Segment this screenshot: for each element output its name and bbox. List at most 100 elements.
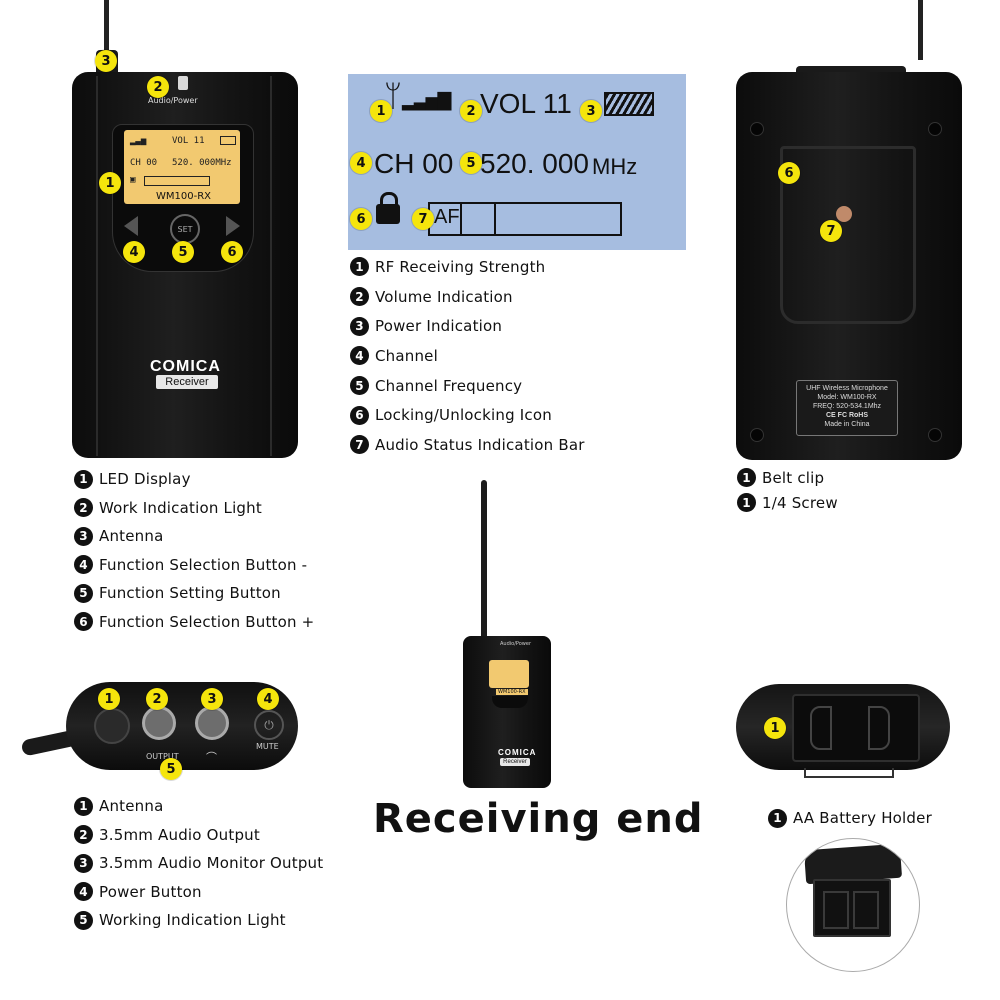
lcd-af-label: AF <box>434 206 460 228</box>
front-model: WM100-RX <box>156 191 212 202</box>
lcd-lock-icon <box>376 204 400 224</box>
set-button[interactable]: SET <box>170 214 200 244</box>
legend-num: 1 <box>350 257 369 277</box>
legend-num: 3 <box>74 526 93 546</box>
battery-door[interactable] <box>792 694 920 762</box>
front-top-label: Audio/Power <box>148 96 198 105</box>
signal-icon: ▂▃▅ <box>130 136 147 146</box>
front-side-groove <box>96 76 98 456</box>
top-callout-4: 4 <box>257 688 279 710</box>
top-callout-3: 3 <box>201 688 223 710</box>
audio-output-jack[interactable] <box>142 706 176 740</box>
lcd-lock-shackle <box>380 192 398 207</box>
lcd-af-bar: AF <box>428 202 622 236</box>
lcd-signal-icon: ᛘ▂▃▅▇ <box>384 80 451 113</box>
legend-num: 6 <box>74 612 93 632</box>
legend-num: 4 <box>350 346 369 366</box>
lcd-callout-4: 4 <box>350 152 372 174</box>
center-mini-screen <box>489 660 529 688</box>
label-line: FREQ: 520-534.1Mhz <box>812 403 882 410</box>
legend-num: 4 <box>74 555 93 575</box>
center-keypad <box>492 696 528 708</box>
screw-hole <box>928 122 942 136</box>
lcd-callout-6: 6 <box>350 208 372 230</box>
legend-text: Locking/Unlocking Icon <box>375 406 552 425</box>
lcd-ch: CH 00 <box>374 148 454 179</box>
legend-text: Function Selection Button - <box>99 555 308 574</box>
legend-text: Power Indication <box>375 317 503 336</box>
mini-vol: VOL 11 <box>172 136 205 146</box>
legend-text: Belt clip <box>762 468 825 487</box>
top-callout-5: 5 <box>160 758 182 780</box>
back-callout-6: 6 <box>778 162 800 184</box>
lcd-af-divider <box>494 204 496 234</box>
legend-num: 7 <box>350 435 369 455</box>
legend-text: Channel Frequency <box>375 376 523 395</box>
legend-item: 3 Power Indication <box>350 311 585 341</box>
lcd-freq-unit: MHz <box>592 154 638 179</box>
battery-callout-1: 1 <box>764 717 786 739</box>
antenna-port[interactable] <box>94 708 130 744</box>
mini-screen: ▂▃▅ VOL 11 CH 00 520. 000MHz ▣ <box>124 130 240 204</box>
legend-num: 3 <box>74 853 93 873</box>
legend-text: 3.5mm Audio Monitor Output <box>99 854 324 873</box>
legend-num: 2 <box>74 498 93 518</box>
screw-hole <box>750 428 764 442</box>
legend-num: 3 <box>350 316 369 336</box>
front-callout-6: 6 <box>221 241 243 263</box>
legend-text: Audio Status Indication Bar <box>375 435 585 454</box>
lcd-callout-5: 5 <box>460 152 482 174</box>
legend-text: AA Battery Holder <box>793 809 932 828</box>
screw-hole <box>928 428 942 442</box>
set-label: SET <box>177 224 193 234</box>
minus-button[interactable] <box>124 216 138 236</box>
power-button[interactable]: ⏻ <box>254 710 284 740</box>
legend-text: Volume Indication <box>375 287 513 306</box>
front-sub-brand: Receiver <box>156 375 218 389</box>
lcd-battery-icon <box>604 92 654 116</box>
lcd-vol: VOL 11 <box>480 88 572 119</box>
screw-hole <box>750 122 764 136</box>
legend-num: 1 <box>737 493 756 512</box>
battery-inset-slot <box>853 891 879 929</box>
center-sub-brand: Receiver <box>500 758 530 766</box>
plus-button[interactable] <box>226 216 240 236</box>
mute-label: MUTE <box>256 742 279 751</box>
legend-item: 7 Audio Status Indication Bar <box>350 430 585 460</box>
battery-icon <box>220 136 236 145</box>
front-brand: COMICA <box>150 358 221 375</box>
label-line: UHF Wireless Microphone <box>806 385 888 392</box>
legend-num: 2 <box>74 825 93 845</box>
back-callout-7: 7 <box>820 220 842 242</box>
headphone-icon: ⌒ <box>206 751 217 764</box>
front-callout-5: 5 <box>172 241 194 263</box>
lcd-closeup: ᛘ▂▃▅▇ VOL 11 CH 00 520. 000 MHz AF 1 2 3… <box>348 74 686 250</box>
lcd-callout-3: 3 <box>580 100 602 122</box>
front-callout-1: 1 <box>99 172 121 194</box>
battery-clip-foot <box>804 768 894 778</box>
legend-num: 5 <box>74 583 93 603</box>
label-line: Model: WM100-RX <box>817 394 877 401</box>
battery-grip-right <box>868 706 890 750</box>
monitor-output-jack[interactable] <box>195 706 229 740</box>
legend-num: 6 <box>350 405 369 425</box>
front-callout-2: 2 <box>147 76 169 98</box>
belt-clip[interactable] <box>780 146 916 324</box>
legend-num: 1 <box>74 469 93 489</box>
legend-text: Channel <box>375 346 438 365</box>
top-callout-2: 2 <box>146 688 168 710</box>
top-callout-1: 1 <box>98 688 120 710</box>
lcd-callout-1: 1 <box>370 100 392 122</box>
